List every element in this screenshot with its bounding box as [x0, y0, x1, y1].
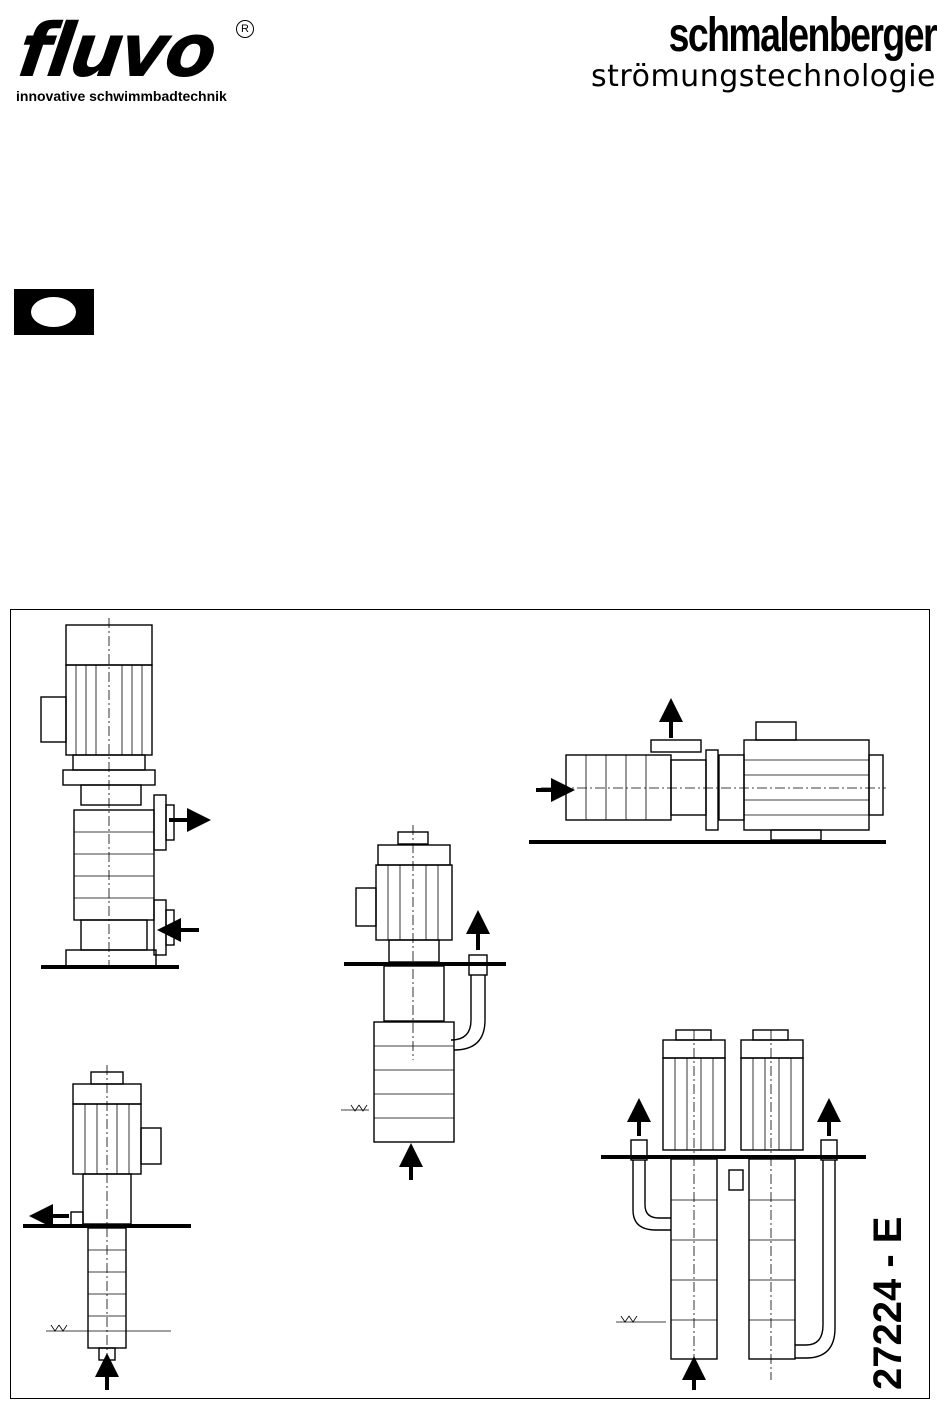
twin-pumps-drawing — [601, 1030, 866, 1390]
vertical-inline-pump-drawing — [41, 618, 199, 967]
schmalenberger-logo: schmalenberger strömungstechnologie — [586, 8, 936, 94]
schmalenberger-wordmark: schmalenberger — [663, 8, 936, 64]
document-number: 27224 - E — [868, 1217, 908, 1390]
registered-mark: R — [236, 20, 254, 38]
fluvo-wordmark: fluvo — [14, 14, 219, 88]
fluvo-logo: fluvo R innovative schwimmbadtechnik — [14, 14, 254, 106]
fluvo-tagline: innovative schwimmbadtechnik — [16, 88, 227, 104]
horizontal-pump-drawing — [529, 710, 886, 842]
pump-illustration-frame — [10, 609, 930, 1399]
tank-mounted-pump-drawing — [341, 825, 506, 1180]
immersion-pump-drawing — [23, 1065, 191, 1390]
language-oval-icon — [31, 297, 76, 327]
language-badge — [14, 289, 94, 335]
pump-drawings — [11, 610, 931, 1400]
schmalenberger-tagline: strömungstechnologie — [586, 60, 936, 94]
